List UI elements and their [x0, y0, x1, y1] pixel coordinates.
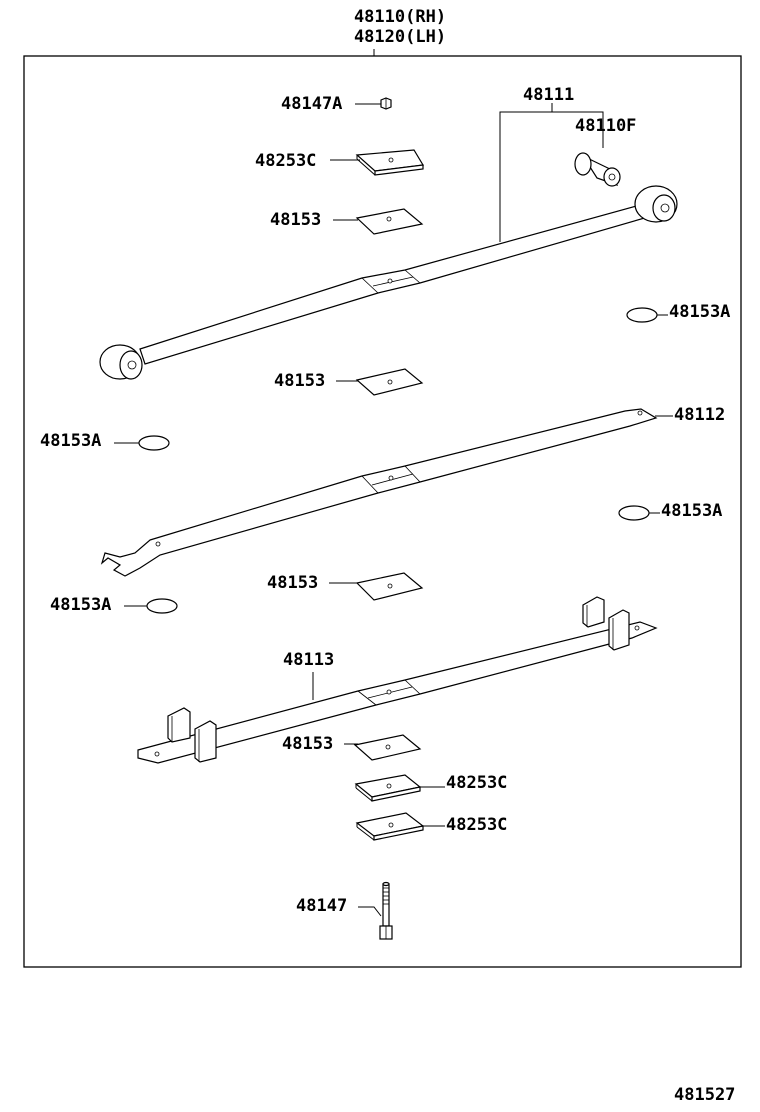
- spacer-48153-a-label: 48153: [270, 210, 321, 230]
- second-leaf-48112: 48112: [100, 405, 725, 577]
- third-leaf-48113-label: 48113: [283, 650, 334, 670]
- assembly-rh-label: 48110(RH): [354, 7, 446, 27]
- main-leaf-48111-label: 48111: [523, 85, 574, 105]
- spacer-48153-b-label: 48153: [274, 371, 325, 391]
- clamp-plate-bottom-1-label: 48253C: [446, 773, 507, 793]
- assembly-frame: [23, 55, 742, 968]
- liner-48153A-left-2-label: 48153A: [50, 595, 111, 615]
- main-leaf-48111: 48111: [99, 85, 678, 380]
- spacer-48153-c-label: 48153: [267, 573, 318, 593]
- clamp-plate-top-label: 48253C: [255, 151, 316, 171]
- clamp-plate-top: 48253C: [255, 149, 424, 176]
- clamp-plate-bottom-1: 48253C: [354, 773, 507, 802]
- liner-48153A-left-1-label: 48153A: [40, 431, 101, 451]
- clamp-plate-bottom-2: 48253C: [355, 812, 507, 841]
- spacer-48153-a: 48153: [270, 208, 424, 235]
- liner-48153A-left-2: 48153A: [50, 595, 178, 615]
- bushing-48110F-label: 48110F: [575, 116, 636, 136]
- spacer-48153-b: 48153: [274, 368, 424, 396]
- bushing-48110F: 48110F: [574, 116, 636, 187]
- liner-48153A-right-2: 48153A: [618, 501, 722, 521]
- spacer-48153-c: 48153: [267, 572, 424, 601]
- spacer-48153-d: 48153: [282, 734, 422, 761]
- center-bolt-48147: 48147: [296, 881, 393, 940]
- second-leaf-48112-label: 48112: [674, 405, 725, 425]
- figure-number: 481527: [674, 1085, 735, 1105]
- nut-48147A: 48147A: [281, 94, 392, 114]
- liner-48153A-right-2-label: 48153A: [661, 501, 722, 521]
- center-bolt-48147-label: 48147: [296, 896, 347, 916]
- clamp-plate-bottom-2-label: 48253C: [446, 815, 507, 835]
- liner-48153A-left-1: 48153A: [40, 431, 170, 451]
- third-leaf-48113: 48113: [137, 596, 658, 764]
- assembly-lh-label: 48120(LH): [354, 27, 446, 47]
- liner-48153A-right-1: 48153A: [626, 302, 730, 323]
- liner-48153A-right-1-label: 48153A: [669, 302, 730, 322]
- nut-48147A-label: 48147A: [281, 94, 342, 114]
- spacer-48153-d-label: 48153: [282, 734, 333, 754]
